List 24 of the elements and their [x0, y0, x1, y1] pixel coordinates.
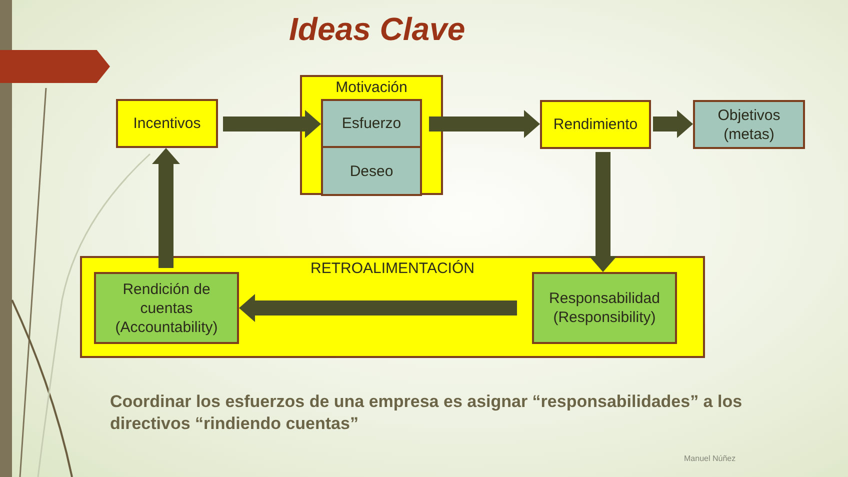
node-label: Motivación: [334, 79, 408, 97]
process-box: [532, 272, 677, 344]
caption-text: Coordinar los esfuerzos de una empresa es asignar “responsabilidades” a los directivos “rindiendo cuentas”: [110, 391, 744, 435]
process-box: [540, 100, 651, 149]
arrow: [589, 149, 617, 272]
node-label: Rendición de cuentas (Accountability): [114, 280, 219, 336]
author-footer: Manuel Núñez: [684, 454, 736, 464]
arrow: [651, 110, 693, 138]
node-label: RETROALIMENTACIÓN: [310, 260, 476, 278]
node-label: Rendimiento: [553, 115, 638, 134]
process-box: [116, 99, 218, 148]
process-box: [321, 146, 422, 196]
slide-title: Ideas Clave: [289, 10, 466, 48]
process-box: [94, 272, 239, 344]
node-label: Responsabilidad (Responsibility): [548, 289, 661, 327]
node-label: Esfuerzo: [342, 114, 402, 133]
node-label: Deseo: [350, 162, 394, 180]
group-box: [80, 256, 705, 358]
node-label: Objetivos (metas): [716, 106, 782, 144]
process-box: [321, 99, 422, 148]
pointer-tab: [0, 50, 110, 83]
process-box: [693, 100, 805, 149]
node-label: Incentivos: [133, 114, 201, 133]
group-box: [300, 75, 443, 195]
